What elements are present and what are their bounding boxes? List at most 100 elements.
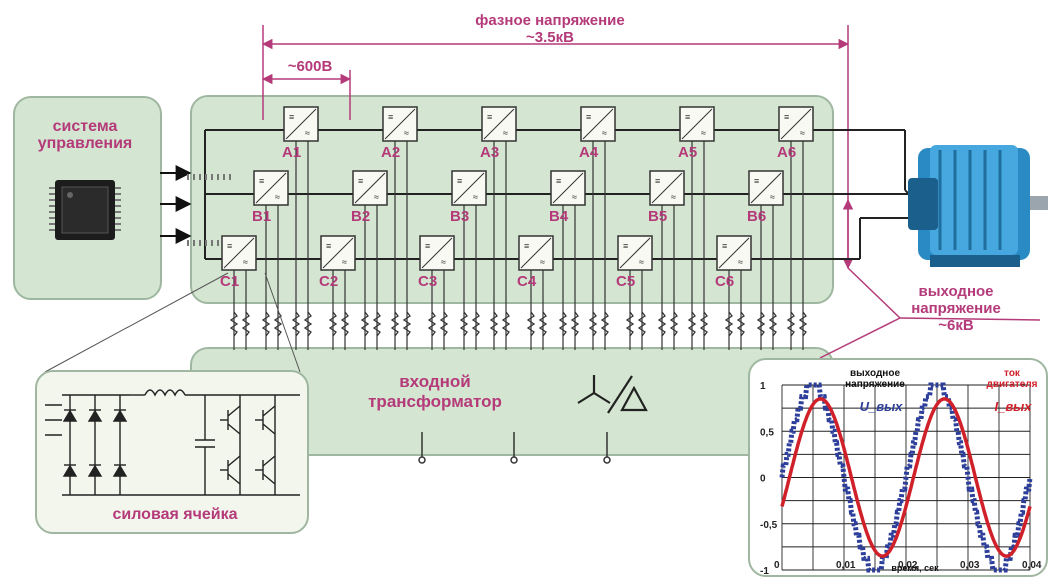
y-tick-label: 1 — [760, 381, 766, 392]
cell-label: B4 — [549, 208, 569, 225]
control-arrows — [160, 165, 192, 244]
cell-voltage-dimension — [261, 70, 352, 120]
cell-label: A4 — [579, 144, 599, 161]
svg-text:≡: ≡ — [784, 112, 789, 122]
svg-text:≡: ≡ — [556, 176, 561, 186]
y-tick-label: -0,5 — [760, 520, 778, 531]
svg-text:≡: ≡ — [722, 241, 727, 251]
svg-text:≡: ≡ — [586, 112, 591, 122]
power-cell-c2: ≡ ≈ C2 — [319, 235, 356, 290]
cell-label: C5 — [616, 273, 635, 290]
cell-label: C1 — [220, 273, 239, 290]
power-cell-b6: ≡ ≈ B6 — [747, 170, 784, 225]
power-cell-a2: ≡≈A2 — [381, 106, 418, 161]
phase-voltage-value: ~3.5кВ — [526, 29, 574, 46]
output-voltage-line2: напряжение — [911, 300, 1001, 317]
input-transformer-line1: входной — [399, 372, 471, 391]
x-tick-label: 0,03 — [960, 560, 980, 571]
svg-text:≈: ≈ — [503, 128, 508, 138]
waveform-chart-panel — [748, 358, 1048, 577]
power-cell-b4: ≡≈B4 — [549, 170, 586, 225]
svg-text:≈: ≈ — [275, 192, 280, 202]
power-cell-a1: ≡ ≈ A1 — [282, 106, 319, 161]
power-cell-a6: ≡ ≈ A6 — [777, 106, 814, 161]
cell-label: C4 — [517, 273, 537, 290]
phase-voltage-title: фазное напряжение — [475, 12, 625, 29]
svg-text:≡: ≡ — [425, 241, 430, 251]
star-delta-symbol — [577, 375, 648, 414]
control-system-line1: система — [52, 118, 118, 135]
svg-text:≈: ≈ — [770, 192, 775, 202]
x-tick-label: 0,02 — [898, 560, 918, 571]
chart-series1-symbol: U_вых — [859, 399, 903, 414]
power-cell-c6: ≡ ≈ C6 — [715, 235, 752, 290]
cell-label: B5 — [648, 208, 667, 225]
chart-x-axis-label: время, сек — [891, 563, 939, 573]
power-cell-b3: ≡≈B3 — [450, 170, 487, 225]
svg-text:≈: ≈ — [540, 257, 545, 267]
microchip-icon — [49, 174, 231, 246]
input-transformer-line2: трансформатор — [368, 392, 502, 411]
cell-label: B3 — [450, 208, 469, 225]
svg-text:≈: ≈ — [374, 192, 379, 202]
cell-label: C2 — [319, 273, 338, 290]
power-cell-detail-panel — [35, 370, 309, 534]
svg-text:≈: ≈ — [342, 257, 347, 267]
cell-label: A1 — [282, 144, 301, 161]
svg-text:≡: ≡ — [754, 176, 759, 186]
y-tick-label: -1 — [760, 566, 769, 577]
power-cell-b1: ≡ ≈ B1 — [252, 170, 289, 225]
cell-label: B1 — [252, 208, 271, 225]
phase-voltage-label: фазное напряжение ~3.5кВ — [455, 12, 645, 46]
output-voltage-value: ~6кВ — [938, 317, 974, 334]
svg-text:≈: ≈ — [800, 128, 805, 138]
chart-series1-label: выходное напряжение — [845, 368, 905, 390]
power-cell-a4: ≡ ≈A4 — [579, 106, 616, 161]
input-transformer-label: входной трансформатор — [340, 372, 530, 412]
power-cell-a5: ≡ ≈ A5 — [678, 106, 715, 161]
svg-text:≡: ≡ — [289, 112, 294, 122]
power-cell-grid: ≡≈A1≡≈A2≡≈A3≡≈A4≡≈A5≡≈A6≡≈B1≡≈B2≡≈B3≡≈B4… — [220, 106, 814, 290]
control-system-line2: управления — [37, 135, 133, 152]
svg-text:≈: ≈ — [404, 128, 409, 138]
chart-series-2 — [780, 397, 1032, 558]
svg-text:≈: ≈ — [738, 257, 743, 267]
cell-label: A5 — [678, 144, 697, 161]
cell-label: C6 — [715, 273, 734, 290]
power-cell-b2: ≡ ≈ B2 — [351, 170, 388, 225]
svg-text:≈: ≈ — [701, 128, 706, 138]
power-cell-c5: ≡≈C5 — [616, 235, 653, 290]
motor-icon — [908, 145, 1048, 267]
x-tick-label: 0,04 — [1022, 560, 1042, 571]
svg-text:≡: ≡ — [685, 112, 690, 122]
cell-voltage-label: ~600В — [287, 58, 333, 75]
output-voltage-label: выходное напряжение ~6кВ — [896, 283, 1016, 334]
svg-text:≈: ≈ — [441, 257, 446, 267]
cell-label: C3 — [418, 273, 437, 290]
svg-text:≡: ≡ — [487, 112, 492, 122]
cell-label: A2 — [381, 144, 400, 161]
svg-text:≈: ≈ — [305, 128, 310, 138]
power-cell-c3: ≡ ≈ C3 — [418, 235, 455, 290]
svg-text:≡: ≡ — [326, 241, 331, 251]
svg-text:≡: ≡ — [655, 176, 660, 186]
svg-text:≈: ≈ — [602, 128, 607, 138]
output-voltage-line1: выходное — [918, 283, 994, 300]
svg-text:≡: ≡ — [358, 176, 363, 186]
svg-text:≈: ≈ — [473, 192, 478, 202]
grid-input-terminals — [418, 432, 611, 464]
cell-label: B6 — [747, 208, 766, 225]
control-system-label: система управления — [20, 118, 150, 152]
cell-detail-leaders — [44, 272, 301, 373]
svg-text:≡: ≡ — [259, 176, 264, 186]
cell-label: A6 — [777, 144, 796, 161]
cell-label: B2 — [351, 208, 370, 225]
y-tick-label: 0,5 — [760, 427, 774, 438]
x-tick-label: 0,01 — [836, 560, 856, 571]
svg-text:≈: ≈ — [671, 192, 676, 202]
chart-series2-label: ток двигателя — [986, 368, 1038, 390]
y-tick-label: 0 — [760, 474, 766, 485]
svg-text:≡: ≡ — [623, 241, 628, 251]
